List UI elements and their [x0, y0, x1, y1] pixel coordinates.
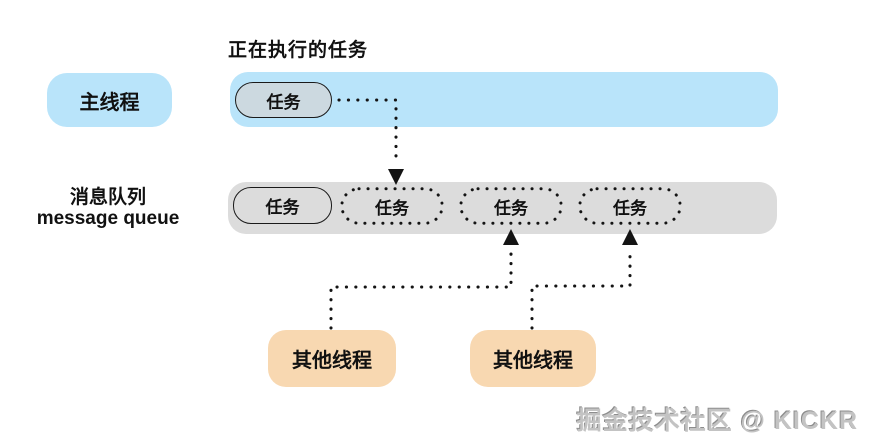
watermark: 掘金技术社区 @ KICKR [576, 407, 858, 435]
queue-task-label: 任务 [613, 198, 647, 218]
queue-task-0: 任务 [233, 187, 332, 224]
queue-task-1: 任务 [340, 187, 444, 225]
queue-task-label: 任务 [375, 198, 409, 218]
main-thread-label: 主线程 [47, 73, 172, 127]
queue-task-3: 任务 [578, 187, 682, 225]
dotted-border [459, 187, 563, 225]
message-queue-label-en: message queue [36, 208, 180, 229]
connector-right-thread [530, 247, 632, 330]
message-queue-label-zh: 消息队列 [69, 187, 146, 208]
other-thread-left: 其他线程 [268, 330, 396, 387]
running-task-title: 正在执行的任务 [228, 40, 369, 61]
running-task-box: 任务 [235, 82, 332, 118]
dotted-border [578, 187, 682, 225]
other-thread-right: 其他线程 [470, 330, 596, 387]
connector-left-thread [329, 247, 513, 330]
message-queue-label: 消息队列 message queue [14, 187, 202, 229]
queue-task-label: 任务 [494, 198, 528, 218]
queue-task-2: 任务 [459, 187, 563, 225]
dotted-border [340, 187, 444, 225]
